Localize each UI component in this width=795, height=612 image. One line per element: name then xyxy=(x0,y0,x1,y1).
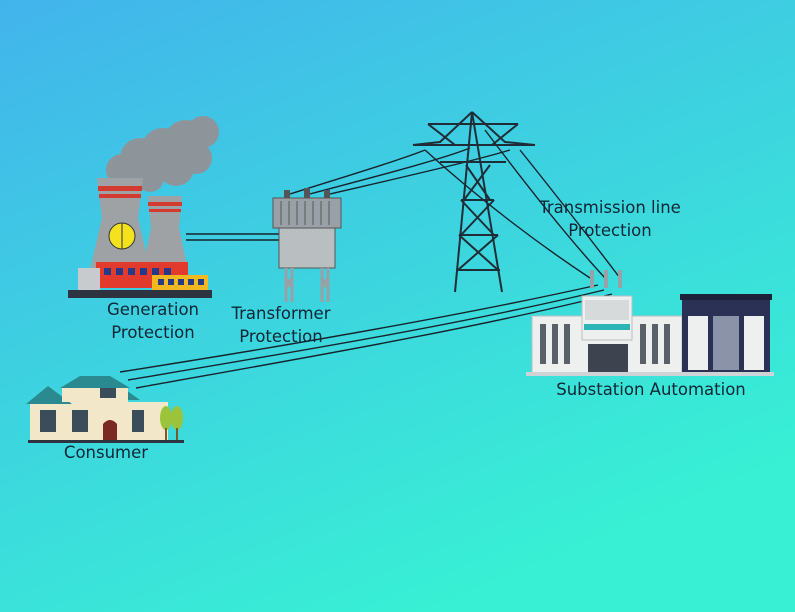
wire-tower-substation-2 xyxy=(484,129,606,279)
transformer-label-line2: Protection xyxy=(239,327,323,346)
wire-transformer-tower-1 xyxy=(289,149,426,195)
power-lines xyxy=(119,129,621,389)
substation-automation-label: Substation Automation xyxy=(556,380,746,399)
transmission-label-line1: Transmission line xyxy=(539,198,681,217)
generation-protection-label: Generation Protection xyxy=(78,298,228,344)
transmission-line-protection-label: Transmission line Protection xyxy=(520,196,700,242)
wire-substation-house-2 xyxy=(127,289,605,381)
transmission-label-line2: Protection xyxy=(568,221,652,240)
generation-label-line2: Protection xyxy=(111,323,195,342)
transformer-icon xyxy=(272,188,342,302)
power-plant-icon xyxy=(68,116,219,298)
wire-tower-substation-3 xyxy=(519,149,621,279)
transformer-label-line1: Transformer xyxy=(231,304,331,323)
wire-substation-house-1 xyxy=(119,284,599,373)
wire-transformer-tower-2 xyxy=(309,147,471,195)
wire-transformer-tower-3 xyxy=(329,149,511,195)
wire-substation-house-3 xyxy=(135,293,613,389)
consumer-label: Consumer xyxy=(63,443,149,462)
transmission-tower-icon xyxy=(412,111,536,293)
wire-tower-substation-1 xyxy=(424,149,591,279)
generation-label-line1: Generation xyxy=(106,300,200,319)
transformer-protection-label: Transformer Protection xyxy=(205,302,357,348)
house-icon xyxy=(26,376,184,443)
substation-icon xyxy=(526,270,774,376)
